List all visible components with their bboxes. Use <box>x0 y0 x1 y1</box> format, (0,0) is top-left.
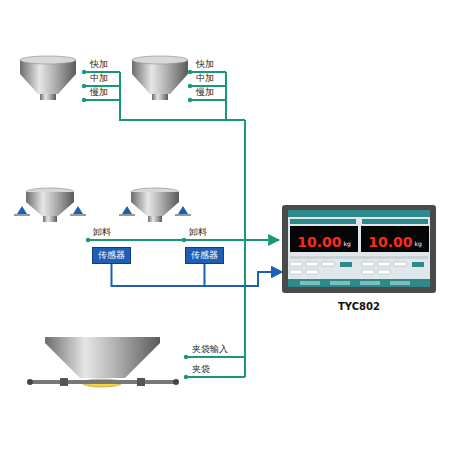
signal-label: 中加 <box>196 73 214 84</box>
circle-shape <box>188 98 192 102</box>
path-shape <box>17 206 27 214</box>
sensor-box: 传感器 <box>92 247 131 264</box>
signal-label: 卸料 <box>189 227 207 238</box>
circle-shape <box>182 238 186 242</box>
path-shape <box>73 206 83 214</box>
line-shape <box>70 215 86 216</box>
signal-label: 中加 <box>90 73 108 84</box>
signal-label: 快加 <box>90 59 108 70</box>
rect-shape <box>306 262 318 266</box>
rect-shape <box>290 262 302 266</box>
weight-value: 10.00 <box>297 234 341 250</box>
line-shape <box>175 215 191 216</box>
signal-label: 夹袋 <box>192 364 210 375</box>
weigh-hopper <box>119 188 191 222</box>
rect-shape <box>148 216 162 222</box>
controller-screen: TYC80210.00kg10.00kg <box>282 205 436 293</box>
weight-value: 10.00 <box>368 234 412 250</box>
rect-shape <box>362 219 428 224</box>
feed-hopper <box>20 56 76 100</box>
signal-dot <box>82 70 192 379</box>
unit-label: kg <box>415 240 422 250</box>
rect-shape <box>28 380 178 384</box>
circle-shape <box>82 70 86 74</box>
path-shape <box>131 192 179 216</box>
weigh-hopper <box>14 188 86 222</box>
rect-shape <box>322 262 334 266</box>
box-label: 传感器 <box>191 250 218 260</box>
rect-shape <box>378 262 390 266</box>
rect-shape <box>378 270 390 274</box>
rect-shape <box>152 94 168 100</box>
path-shape <box>132 74 188 94</box>
sensor-signal <box>205 264 283 286</box>
path-shape <box>45 343 160 378</box>
rect-shape <box>45 337 160 343</box>
signal-wire <box>84 72 279 377</box>
rect-shape <box>288 279 430 287</box>
circle-shape <box>27 379 33 385</box>
path-shape <box>20 74 76 94</box>
signal-label: 卸料 <box>93 227 111 238</box>
weight-display: 10.00kg <box>361 226 429 252</box>
path-shape <box>190 72 226 120</box>
sensor-box: 传感器 <box>185 247 224 264</box>
model-name: TYC802 <box>282 301 436 313</box>
box-label: 传感器 <box>98 250 125 260</box>
rect-shape <box>360 281 380 285</box>
controller-screen <box>282 205 436 293</box>
rect-shape <box>288 210 430 217</box>
circle-shape <box>184 355 188 359</box>
rect-shape <box>290 270 302 274</box>
signal-label: 快加 <box>196 59 214 70</box>
rect-shape <box>362 270 374 274</box>
sensor-signal <box>112 264 283 286</box>
circle-shape <box>82 98 86 102</box>
rect-shape <box>290 256 428 259</box>
rect-shape <box>40 94 56 100</box>
circle-shape <box>188 70 192 74</box>
rect-shape <box>390 281 410 285</box>
unit-label: kg <box>344 240 351 250</box>
weight-display: 10.00kg <box>290 226 358 252</box>
circle-shape <box>184 375 188 379</box>
rect-shape <box>43 216 57 222</box>
rect-shape <box>412 262 424 267</box>
circle-shape <box>82 84 86 88</box>
rect-shape <box>290 219 356 224</box>
signal-label: 夹袋输入 <box>192 344 228 355</box>
path-shape <box>186 357 245 377</box>
path-shape <box>244 120 246 377</box>
feed-hopper <box>132 56 188 100</box>
path-shape <box>122 206 132 214</box>
rect-shape <box>306 270 318 274</box>
bag-clamp <box>27 337 179 387</box>
circle-shape <box>188 84 192 88</box>
line-shape <box>14 215 30 216</box>
path-shape <box>26 192 74 216</box>
path-shape <box>84 72 245 120</box>
rect-shape <box>394 262 406 266</box>
ellipse-shape <box>132 56 188 64</box>
rect-shape <box>330 281 350 285</box>
rect-shape <box>340 262 352 267</box>
line-shape <box>119 215 135 216</box>
rect-shape <box>60 378 68 386</box>
rect-shape <box>300 281 320 285</box>
circle-shape <box>173 379 179 385</box>
rect-shape <box>282 205 436 293</box>
circle-shape <box>86 238 90 242</box>
signal-label: 慢加 <box>196 87 214 98</box>
rect-shape <box>137 378 145 386</box>
rect-shape <box>288 210 430 287</box>
ellipse-shape <box>20 56 76 64</box>
rect-shape <box>362 262 374 266</box>
signal-label: 慢加 <box>90 87 108 98</box>
path-shape <box>178 206 188 214</box>
